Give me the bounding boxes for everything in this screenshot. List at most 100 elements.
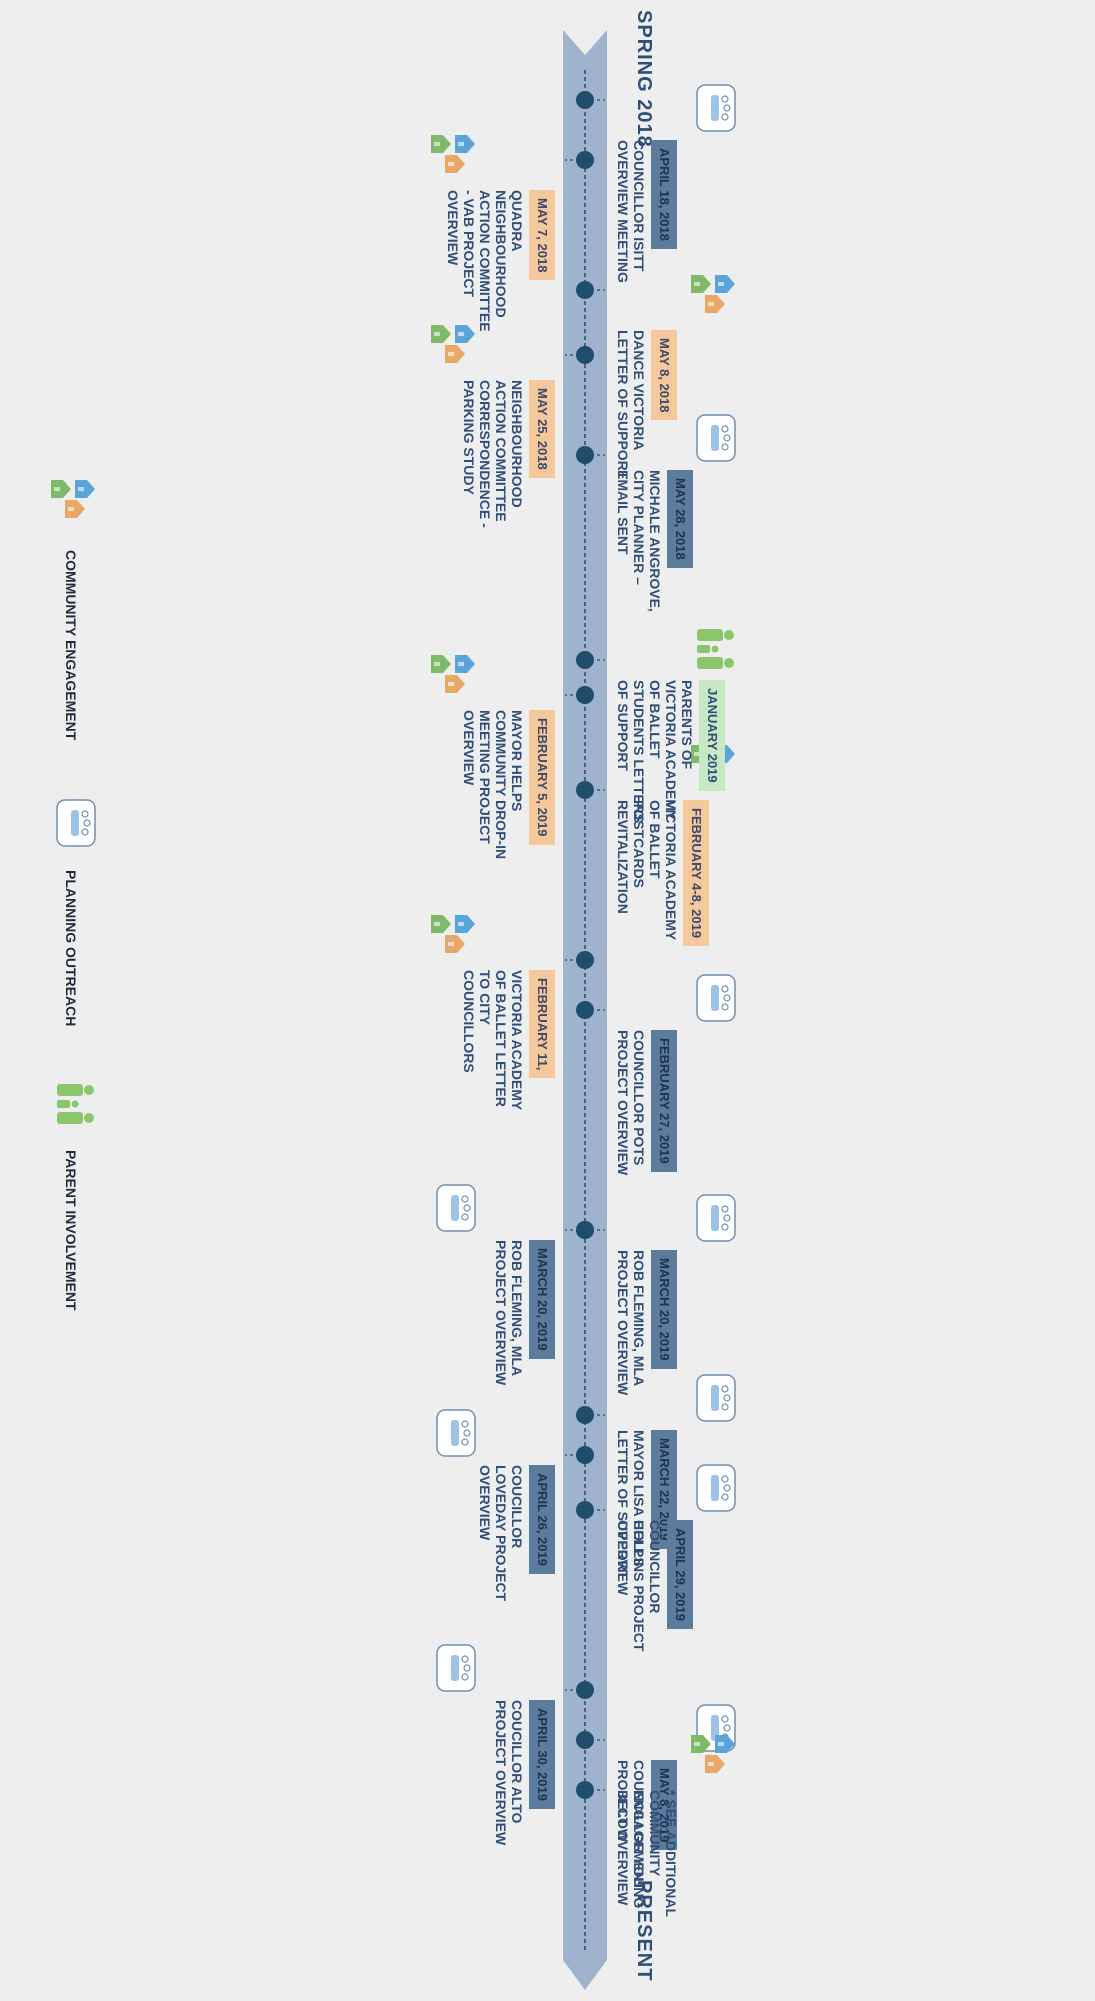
house-window <box>458 332 464 336</box>
meeting-table-icon <box>436 1409 476 1457</box>
timeline-start-label: SPRING 2018 <box>633 10 655 148</box>
event-label: FEBRUARY 11,VICTORIA ACADEMY OF BALLET L… <box>461 970 555 1120</box>
meeting-person <box>723 104 731 112</box>
timeline-node <box>576 951 594 969</box>
meeting-person <box>461 1438 469 1446</box>
parent-body <box>697 629 723 641</box>
meeting-person <box>461 1420 469 1428</box>
meeting-person <box>721 1715 729 1723</box>
house-shape <box>65 500 85 518</box>
event-date: APRIL 29, 2019 <box>667 1520 693 1629</box>
house-window <box>434 922 440 926</box>
meeting-table <box>451 1420 459 1446</box>
event-date: FEBRUARY 27, 2019 <box>651 1030 677 1172</box>
house-shape <box>715 275 735 293</box>
meeting-person <box>461 1673 469 1681</box>
house-window <box>708 302 714 306</box>
event-date: FEBRUARY 4-8, 2019 <box>683 800 709 947</box>
house-shape <box>431 915 451 933</box>
timeline-node <box>576 781 594 799</box>
meeting-person <box>721 95 729 103</box>
house-shape <box>455 655 475 673</box>
meeting-table-icon <box>696 974 736 1022</box>
house-window <box>448 682 454 686</box>
meeting-person <box>721 1475 729 1483</box>
timeline-node <box>576 1221 594 1239</box>
legend-label-parent: PARENT INVOLVEMENT <box>63 1150 79 1311</box>
event-description: COUCILLOR ALTO PROJECT OVERVIEW <box>493 1700 525 1846</box>
child-body <box>697 645 710 653</box>
parent-body <box>697 657 723 669</box>
house-window <box>694 1742 700 1746</box>
houses-icon <box>431 915 475 953</box>
house-window <box>68 507 74 511</box>
meeting-person <box>721 1403 729 1411</box>
meeting-table <box>711 985 719 1011</box>
meeting-person <box>461 1195 469 1203</box>
event-date: MAY 8, 2018 <box>651 330 677 421</box>
house-window <box>78 487 84 491</box>
child-head <box>711 645 719 653</box>
event-date: APRIL 26, 2019 <box>529 1465 555 1574</box>
legend-label-planning: PLANNING OUTREACH <box>63 870 79 1027</box>
meeting-table-icon <box>696 414 736 462</box>
meeting-person <box>721 1003 729 1011</box>
meeting-person <box>81 810 89 818</box>
house-window <box>458 662 464 666</box>
meeting-person <box>721 1223 729 1231</box>
meeting-person <box>721 1493 729 1501</box>
house-window <box>718 1742 724 1746</box>
meeting-person <box>463 1664 471 1672</box>
timeline-node <box>576 1406 594 1424</box>
event-description: QUADRA NEIGHBOURHOOD ACTION COMMITTEE - … <box>445 190 525 332</box>
house-window <box>708 1762 714 1766</box>
house-shape <box>445 155 465 173</box>
house-shape <box>431 655 451 673</box>
houses-icon <box>691 1735 735 1773</box>
meeting-table <box>71 810 79 836</box>
house-window <box>458 142 464 146</box>
timeline-node <box>576 1446 594 1464</box>
houses-icon <box>431 655 475 693</box>
meeting-person <box>721 113 729 121</box>
event-description: MAYOR HELPS COMMUNITY DROP-IN MEETING PR… <box>461 710 525 860</box>
house-window <box>448 942 454 946</box>
houses-icon <box>431 325 475 363</box>
meeting-table-icon <box>696 1374 736 1422</box>
event-description: COUNCILLOR POTS PROJECT OVERVIEW <box>615 1030 647 1176</box>
meeting-person <box>721 425 729 433</box>
timeline-node <box>576 1681 594 1699</box>
meeting-person <box>723 1394 731 1402</box>
meeting-person <box>463 1429 471 1437</box>
child-body <box>57 1100 70 1108</box>
event-description: COUNCILLOR COLLINS PROJECT OVERVIEW <box>615 1520 663 1652</box>
house-shape <box>691 275 711 293</box>
houses-icon <box>691 275 735 313</box>
timeline-node <box>576 91 594 109</box>
house-shape <box>455 325 475 343</box>
event-description: ROB FLEMING, MLA PROJECT OVERVIEW <box>493 1240 525 1386</box>
meeting-table-icon <box>696 1464 736 1512</box>
parent-head <box>84 1085 94 1095</box>
parent-body <box>57 1084 83 1096</box>
meeting-person <box>83 819 91 827</box>
timeline-node <box>576 686 594 704</box>
meeting-person <box>461 1655 469 1663</box>
house-shape <box>705 295 725 313</box>
meeting-table <box>711 1385 719 1411</box>
parent-head <box>724 658 734 668</box>
event-date: APRIL 30, 2019 <box>529 1700 555 1809</box>
meeting-table-icon <box>436 1184 476 1232</box>
event-description: DANCE VICTORIA LETTER OF SUPPORT <box>615 330 647 480</box>
event-date: MAY 7, 2018 <box>529 190 555 281</box>
child-head <box>71 1100 79 1108</box>
meeting-person <box>461 1213 469 1221</box>
house-window <box>458 922 464 926</box>
meeting-person <box>723 1484 731 1492</box>
meeting-person <box>721 985 729 993</box>
